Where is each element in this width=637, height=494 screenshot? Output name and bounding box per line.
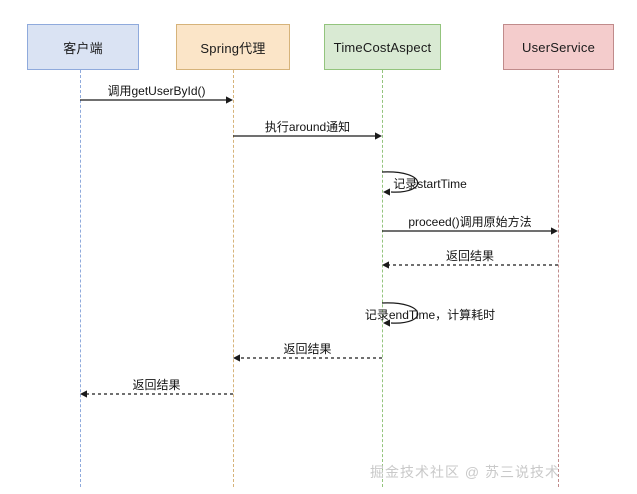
lifeline-time-cost-aspect	[382, 70, 383, 487]
participant-box-time-cost-aspect[interactable]: TimeCostAspect	[324, 24, 441, 70]
participant-box-spring-proxy[interactable]: Spring代理	[176, 24, 290, 70]
watermark-text: 掘金技术社区 @ 苏三说技术	[370, 464, 560, 480]
message-label-return-result-aspect-to-proxy: 返回结果	[283, 342, 332, 356]
message-label-return-result-proxy-to-client: 返回结果	[132, 378, 181, 392]
message-label-execute-around-advice: 执行around通知	[264, 120, 351, 134]
message-record-end-time-compute-cost[interactable]	[381, 302, 419, 327]
message-record-start-time[interactable]	[381, 171, 419, 196]
message-label-record-end-time-compute-cost: 记录endTime，计算耗时	[364, 308, 496, 322]
arrowhead	[375, 132, 382, 140]
arrowhead	[226, 96, 233, 104]
message-proceed-call-original-method[interactable]	[382, 227, 558, 235]
participant-label: TimeCostAspect	[333, 39, 432, 55]
self-call-arc	[381, 171, 419, 193]
message-label-proceed-call-original-method: proceed()调用原始方法	[408, 215, 532, 229]
arrowhead	[233, 354, 240, 362]
lifeline-user-service	[558, 70, 559, 487]
participant-label: UserService	[522, 39, 595, 55]
message-execute-around-advice[interactable]	[233, 132, 382, 140]
message-label-call-get-user-by-id: 调用getUserById()	[107, 84, 206, 98]
message-label-record-start-time: 记录startTime	[393, 177, 467, 191]
arrowhead	[383, 188, 390, 196]
message-return-result-aspect-to-proxy[interactable]	[233, 354, 382, 362]
arrowhead	[551, 227, 558, 235]
message-label-return-result-user-service: 返回结果	[445, 249, 495, 263]
message-return-result-proxy-to-client[interactable]	[80, 390, 233, 398]
arrowhead	[383, 319, 390, 327]
lifeline-spring-proxy	[233, 70, 234, 487]
arrowhead	[80, 390, 87, 398]
arrowhead	[382, 261, 389, 269]
participant-label: 客户端	[63, 40, 103, 56]
message-return-result-user-service[interactable]	[382, 261, 558, 269]
message-call-get-user-by-id[interactable]	[80, 96, 233, 104]
participant-label: Spring代理	[200, 40, 266, 56]
lifeline-client	[80, 70, 81, 487]
participant-box-user-service[interactable]: UserService	[503, 24, 614, 70]
self-call-arc	[381, 302, 419, 324]
participant-box-client[interactable]: 客户端	[27, 24, 139, 70]
